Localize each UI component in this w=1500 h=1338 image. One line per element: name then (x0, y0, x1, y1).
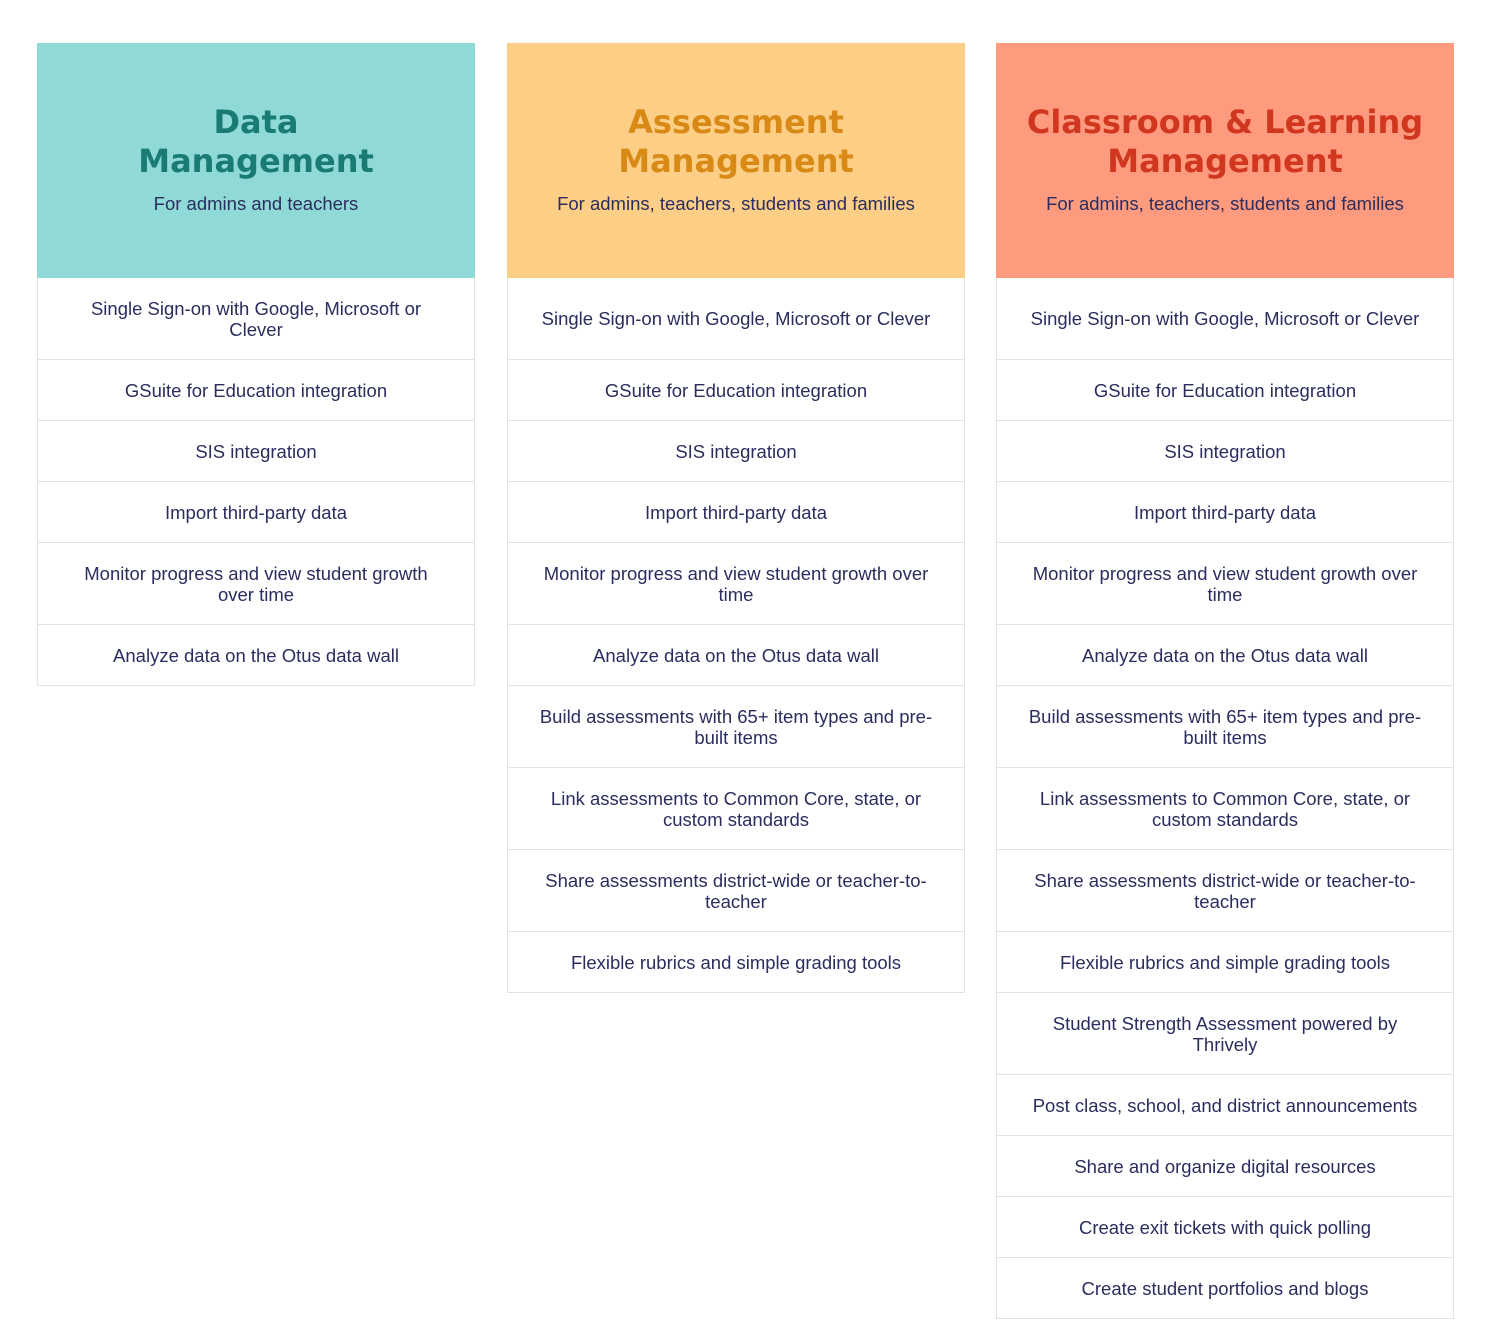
feature-item: Create student portfolios and blogs (997, 1258, 1453, 1319)
feature-item: Flexible rubrics and simple grading tool… (508, 932, 964, 993)
feature-item: Build assessments with 65+ item types an… (997, 686, 1453, 768)
feature-item: Analyze data on the Otus data wall (997, 625, 1453, 686)
feature-item: Import third-party data (508, 482, 964, 543)
feature-item: GSuite for Education integration (508, 360, 964, 421)
feature-item: SIS integration (997, 421, 1453, 482)
feature-item: Share and organize digital resources (997, 1136, 1453, 1197)
feature-item: Analyze data on the Otus data wall (508, 625, 964, 686)
feature-list: Single Sign-on with Google, Microsoft or… (37, 278, 475, 686)
feature-item: Student Strength Assessment powered by T… (997, 993, 1453, 1075)
plan-subtitle: For admins and teachers (153, 193, 359, 214)
feature-item: Link assessments to Common Core, state, … (997, 768, 1453, 850)
feature-item: SIS integration (38, 421, 474, 482)
plan-title: Classroom & Learning Management (1026, 103, 1424, 180)
plan-column-data-management: Data Management For admins and teachers … (37, 43, 475, 686)
feature-item: Single Sign-on with Google, Microsoft or… (997, 278, 1453, 360)
feature-list: Single Sign-on with Google, Microsoft or… (996, 278, 1454, 1319)
feature-item: Monitor progress and view student growth… (508, 543, 964, 625)
feature-item: Link assessments to Common Core, state, … (508, 768, 964, 850)
feature-item: Create exit tickets with quick polling (997, 1197, 1453, 1258)
feature-item: Post class, school, and district announc… (997, 1075, 1453, 1136)
feature-item: Flexible rubrics and simple grading tool… (997, 932, 1453, 993)
feature-item: Monitor progress and view student growth… (997, 543, 1453, 625)
feature-item: SIS integration (508, 421, 964, 482)
plan-subtitle: For admins, teachers, students and famil… (557, 193, 915, 214)
plan-header: Data Management For admins and teachers (37, 43, 475, 278)
feature-item: Monitor progress and view student growth… (38, 543, 474, 625)
feature-item: Share assessments district-wide or teach… (997, 850, 1453, 932)
plan-subtitle: For admins, teachers, students and famil… (1046, 193, 1404, 214)
feature-list: Single Sign-on with Google, Microsoft or… (507, 278, 965, 993)
feature-item: Analyze data on the Otus data wall (38, 625, 474, 686)
plan-column-classroom-learning-management: Classroom & Learning Management For admi… (996, 43, 1454, 1319)
feature-item: Single Sign-on with Google, Microsoft or… (38, 278, 474, 360)
plan-header: Classroom & Learning Management For admi… (996, 43, 1454, 278)
feature-item: Share assessments district-wide or teach… (508, 850, 964, 932)
plan-header: Assessment Management For admins, teache… (507, 43, 965, 278)
plan-column-assessment-management: Assessment Management For admins, teache… (507, 43, 965, 993)
feature-item: Build assessments with 65+ item types an… (508, 686, 964, 768)
feature-item: Import third-party data (997, 482, 1453, 543)
feature-item: Import third-party data (38, 482, 474, 543)
feature-item: GSuite for Education integration (38, 360, 474, 421)
feature-item: Single Sign-on with Google, Microsoft or… (508, 278, 964, 360)
plan-title: Data Management (138, 103, 374, 180)
plan-title: Assessment Management (618, 103, 854, 180)
feature-item: GSuite for Education integration (997, 360, 1453, 421)
